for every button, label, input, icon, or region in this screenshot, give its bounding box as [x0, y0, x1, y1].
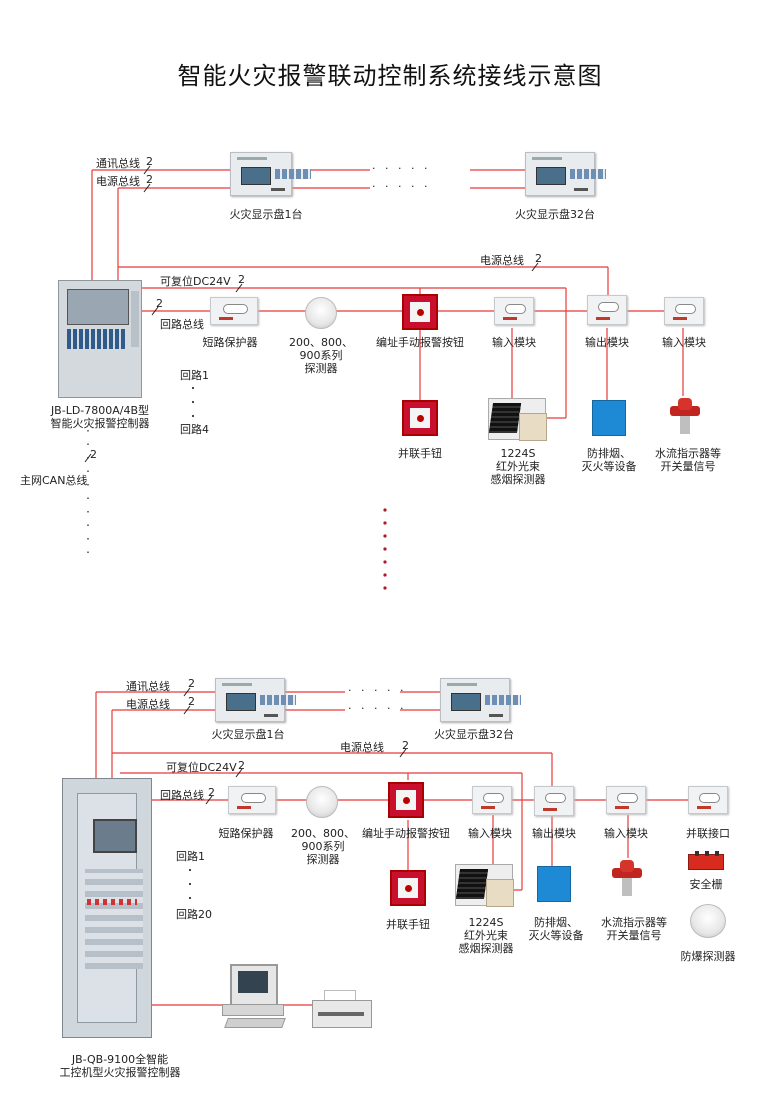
beam-detector-label-top: 1224S 红外光束 感烟探测器	[490, 447, 546, 486]
water-flow-label-top: 水流指示器等 开关量信号	[655, 447, 721, 473]
beam-detector-label-bottom: 1224S 红外光束 感烟探测器	[458, 916, 514, 955]
input-module-2-bottom	[606, 786, 646, 814]
dc24v-label-top: 可复位DC24V	[160, 275, 231, 288]
display-dots-top: · · · · ·	[372, 162, 431, 175]
input-module2-label-bottom: 输入模块	[604, 827, 648, 840]
display1-label-bottom: 火灾显示盘1台	[211, 728, 285, 741]
beam-detector-top	[488, 398, 547, 441]
water-flow-indicator-bottom	[606, 858, 648, 902]
explosion-proof-detector	[690, 904, 726, 938]
detector-label-bottom: 200、800、 900系列 探测器	[291, 827, 355, 866]
loop-bus-label-bottom: 回路总线	[160, 789, 204, 802]
input-module-top	[494, 297, 534, 325]
fire-display-panel-32-bottom	[440, 678, 521, 722]
bus-count-mark: 2	[238, 273, 245, 286]
display32-label-top: 火灾显示盘32台	[515, 208, 595, 221]
call-point-label-bottom: 编址手动报警按钮	[362, 827, 450, 840]
loop4-label-top: 回路4	[180, 423, 209, 436]
bus-count-mark: 2	[535, 252, 542, 265]
call-point-label-top: 编址手动报警按钮	[376, 336, 464, 349]
fire-display-panel-1-bottom	[215, 678, 296, 722]
short-circuit-protector-bottom	[228, 786, 276, 814]
parallel-button-bottom	[390, 870, 426, 906]
bus-count-mark: 2	[238, 759, 245, 772]
fire-display-panel-32-top	[525, 152, 606, 196]
fire-display-panel-1-top	[230, 152, 311, 196]
output-module-bottom	[534, 786, 574, 816]
smoke-detector-top	[305, 297, 337, 329]
short-protector-label-top: 短路保护器	[202, 336, 258, 349]
controller-label-top: JB-LD-7800A/4B型 智能火灾报警控制器	[50, 404, 150, 430]
smoke-equipment-label-top: 防排烟、 灭火等设备	[581, 447, 637, 473]
loop1-label-top: 回路1	[180, 369, 209, 382]
output-module-label-top: 输出模块	[585, 336, 629, 349]
water-flow-indicator-top	[664, 396, 706, 440]
safety-barrier-label: 安全栅	[689, 878, 723, 891]
power-bus2-label-bottom: 电源总线	[340, 741, 384, 754]
comm-bus-label-bottom: 通讯总线	[126, 680, 170, 693]
comm-bus-label-top: 通讯总线	[96, 157, 140, 170]
dc24v-label-bottom: 可复位DC24V	[166, 761, 237, 774]
bus-count-mark: 2	[90, 448, 97, 461]
input-module-2-top	[664, 297, 704, 325]
detector-label-top: 200、800、 900系列 探测器	[289, 336, 353, 375]
short-circuit-protector-top	[210, 297, 258, 325]
power-bus2-label-top: 电源总线	[480, 254, 524, 267]
parallel-button-label-top: 并联手钮	[398, 447, 442, 460]
bus-count-mark: 2	[146, 155, 153, 168]
parallel-button-label-bottom: 并联手钮	[386, 918, 430, 931]
bus-count-mark: 2	[188, 695, 195, 708]
manual-call-point-bottom	[388, 782, 424, 818]
controller-cabinet-jb-qb-9100	[62, 778, 152, 1038]
short-protector-label-bottom: 短路保护器	[218, 827, 274, 840]
controller-label-bottom: JB-QB-9100全智能 工控机型火灾报警控制器	[59, 1053, 181, 1079]
printer	[312, 990, 372, 1028]
input-module-label-top: 输入模块	[492, 336, 536, 349]
loop-dots	[188, 386, 195, 900]
parallel-button-top	[402, 400, 438, 436]
loop1-label-bottom: 回路1	[176, 850, 205, 863]
power-bus-label-top: 电源总线	[96, 175, 140, 188]
bus-count-mark: 2	[188, 677, 195, 690]
parallel-interface-bottom	[688, 786, 728, 814]
power-bus-label-bottom: 电源总线	[126, 698, 170, 711]
smoke-control-equipment-top	[592, 400, 626, 436]
display-dots-bottom: · · · · ·	[348, 684, 407, 697]
input-module-bottom	[472, 786, 512, 814]
water-flow-label-bottom: 水流指示器等 开关量信号	[601, 916, 667, 942]
smoke-equipment-label-bottom: 防排烟、 灭火等设备	[528, 916, 584, 942]
loop20-label-bottom: 回路20	[176, 908, 212, 921]
manual-call-point-top	[402, 294, 438, 330]
beam-detector-bottom	[455, 864, 514, 907]
smoke-control-equipment-bottom	[537, 866, 571, 902]
display-dots-bottom-2: · · · · ·	[348, 702, 407, 715]
parallel-interface-label-bottom: 并联接口	[686, 827, 730, 840]
loop-bus-label-top: 回路总线	[160, 318, 204, 331]
display32-label-bottom: 火灾显示盘32台	[434, 728, 514, 741]
middle-dots	[383, 508, 387, 590]
bus-slash-marks	[84, 165, 539, 805]
smoke-detector-bottom	[306, 786, 338, 818]
input-module-label-bottom: 输入模块	[468, 827, 512, 840]
bus-count-mark: 2	[156, 297, 163, 310]
controller-jb-ld-7800	[58, 280, 142, 398]
bus-count-mark: 2	[146, 173, 153, 186]
display1-label-top: 火灾显示盘1台	[229, 208, 303, 221]
can-bus-label: 主网CAN总线	[20, 474, 88, 487]
bus-count-mark: 2	[402, 739, 409, 752]
explosion-detector-label: 防爆探测器	[680, 950, 736, 963]
display-dots-top-2: · · · · ·	[372, 180, 431, 193]
input-module2-label-top: 输入模块	[662, 336, 706, 349]
safety-barrier	[688, 851, 724, 870]
page-title: 智能火灾报警联动控制系统接线示意图	[177, 62, 603, 90]
bus-count-mark: 2	[208, 786, 215, 799]
output-module-label-bottom: 输出模块	[532, 827, 576, 840]
computer-workstation	[222, 964, 286, 1030]
output-module-top	[587, 295, 627, 325]
